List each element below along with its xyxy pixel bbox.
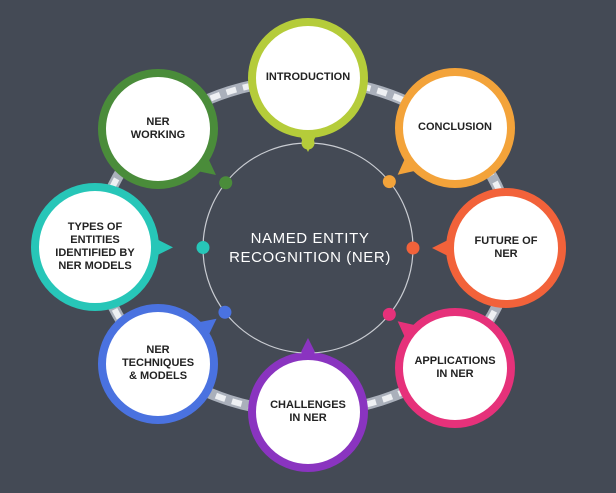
future-of-ner-dot: [406, 241, 420, 255]
applications-in-ner-label: APPLICATIONS IN NER: [414, 354, 496, 380]
challenges-in-ner-label: CHALLENGES IN NER: [270, 398, 346, 424]
future-of-ner-label: FUTURE OF NER: [474, 234, 538, 260]
types-of-entities-circle: [31, 183, 159, 311]
ner-techniques-models-circle: [98, 304, 218, 424]
ner-working-label: NER WORKING: [130, 115, 186, 141]
conclusion-dot: [382, 175, 396, 189]
ner-techniques-models-label: NER TECHNIQUES & MODELS: [121, 344, 195, 383]
inner-dots: [196, 136, 420, 360]
types-of-entities-dot: [196, 241, 210, 255]
introduction-dot: [301, 136, 315, 150]
conclusion-label: CONCLUSION: [418, 121, 492, 134]
types-of-entities-label: TYPES OF ENTITIES IDENTIFIED BY NER MODE…: [55, 221, 135, 272]
ner-working-circle: [98, 69, 218, 189]
applications-in-ner-dot: [382, 307, 396, 321]
challenges-in-ner-dot: [301, 346, 315, 360]
introduction-label: INTRODUCTION: [265, 71, 351, 84]
node-circles: [31, 18, 566, 472]
conclusion-circle: [395, 68, 515, 188]
future-of-ner-circle: [446, 188, 566, 308]
introduction-circle: [248, 18, 368, 138]
ner-working-dot: [219, 176, 233, 190]
center-title: NAMED ENTITY RECOGNITION (NER): [229, 230, 391, 266]
applications-in-ner-circle: [395, 308, 515, 428]
ner-techniques-models-dot: [218, 305, 232, 319]
